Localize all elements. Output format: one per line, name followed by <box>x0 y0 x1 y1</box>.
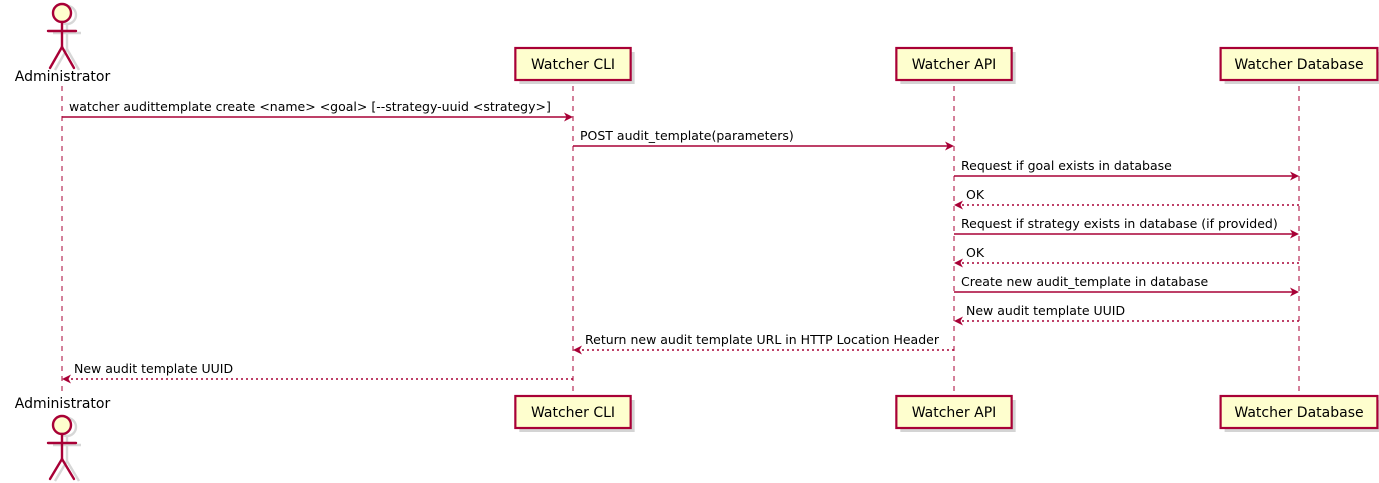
message-label: Request if strategy exists in database (… <box>961 216 1278 231</box>
actor-head-icon <box>51 2 73 24</box>
lifeline-group <box>61 86 1300 396</box>
message-1[interactable]: watcher audittemplate create <name> <goa… <box>62 99 573 122</box>
actor-head-icon <box>51 414 73 436</box>
arrow-head-icon <box>1290 171 1299 181</box>
participant-label: Watcher API <box>912 57 997 73</box>
actor-leg-right <box>60 457 76 481</box>
message-label: POST audit_template(parameters) <box>580 128 794 143</box>
participant-label: Watcher Database <box>1234 405 1363 421</box>
actor-leg-right <box>60 45 76 70</box>
box-rect <box>895 46 1013 82</box>
actor-administrator-top-label: Administrator <box>14 69 111 85</box>
arrow-head-icon <box>945 141 954 151</box>
message-5[interactable]: Request if strategy exists in database (… <box>954 216 1299 239</box>
message-6[interactable]: OK <box>954 245 1299 268</box>
message-label: New audit template UUID <box>966 303 1125 318</box>
actor-leg-left <box>48 45 64 70</box>
participant-label: Watcher CLI <box>531 57 615 73</box>
message-group: watcher audittemplate create <name> <goa… <box>62 99 1299 384</box>
message-8[interactable]: New audit template UUID <box>954 303 1299 326</box>
participant-box-watcher-api-top[interactable]: Watcher API <box>895 46 1016 84</box>
arrow-head-icon <box>573 345 582 355</box>
box-rect <box>514 394 632 430</box>
box-rect <box>1219 46 1379 82</box>
arrow-head-icon <box>1290 287 1299 297</box>
message-7[interactable]: Create new audit_template in database <box>954 274 1299 297</box>
message-4[interactable]: OK <box>954 187 1299 210</box>
message-label: New audit template UUID <box>74 361 233 376</box>
participant-box-watcher-api-bottom[interactable]: Watcher API <box>895 394 1016 432</box>
box-rect <box>1219 394 1379 430</box>
arrow-head-icon <box>954 316 963 326</box>
arrow-head-icon <box>1290 229 1299 239</box>
arrow-head-icon <box>954 200 963 210</box>
arrow-head-icon <box>954 258 963 268</box>
participant-box-watcher-cli-bottom[interactable]: Watcher CLI <box>514 394 635 432</box>
message-9[interactable]: Return new audit template URL in HTTP Lo… <box>573 332 954 355</box>
message-label: OK <box>966 187 985 202</box>
participant-box-watcher-cli-top[interactable]: Watcher CLI <box>514 46 635 84</box>
message-label: Request if goal exists in database <box>961 158 1172 173</box>
actor-leg-left <box>48 457 64 481</box>
message-2[interactable]: POST audit_template(parameters) <box>573 128 954 151</box>
participant-label: Watcher Database <box>1234 57 1363 73</box>
actor-administrator-bottom-label: Administrator <box>14 396 111 412</box>
message-label: watcher audittemplate create <name> <goa… <box>69 99 551 114</box>
arrow-head-icon <box>564 112 573 122</box>
box-rect <box>895 394 1013 430</box>
actor-administrator-bottom[interactable] <box>20 413 106 483</box>
participant-label: Watcher CLI <box>531 405 615 421</box>
message-label: Create new audit_template in database <box>961 274 1208 289</box>
participant-label: Watcher API <box>912 405 997 421</box>
actor-administrator-top[interactable] <box>20 0 106 86</box>
arrow-head-icon <box>62 374 71 384</box>
message-3[interactable]: Request if goal exists in database <box>954 158 1299 181</box>
participant-box-watcher-db-bottom[interactable]: Watcher Database <box>1219 394 1379 432</box>
message-label: Return new audit template URL in HTTP Lo… <box>585 332 940 347</box>
message-label: OK <box>966 245 985 260</box>
message-10[interactable]: New audit template UUID <box>62 361 573 384</box>
box-rect <box>514 46 632 82</box>
participant-box-watcher-db-top[interactable]: Watcher Database <box>1219 46 1379 84</box>
participant-group: Watcher CLI Watcher CLI Watcher API Watcher… <box>514 46 1379 432</box>
